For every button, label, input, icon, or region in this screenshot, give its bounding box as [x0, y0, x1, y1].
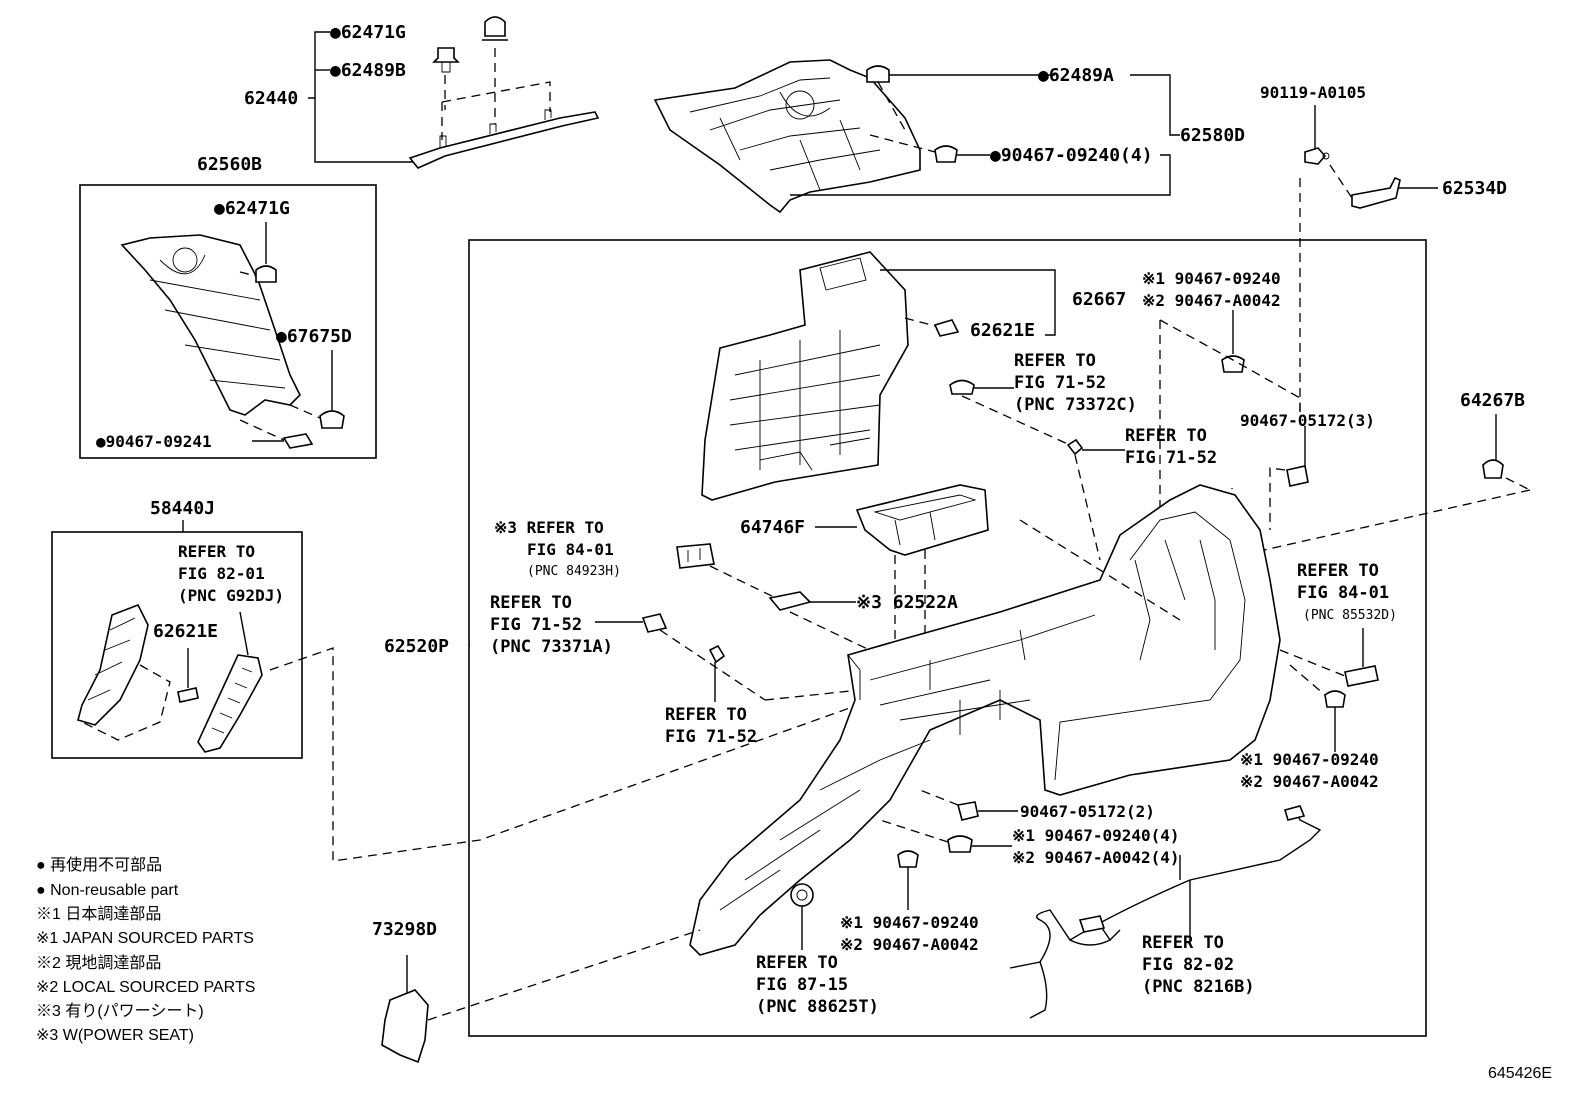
- wire-harness: [1009, 805, 1322, 1019]
- cup-holder-64746f: [815, 484, 989, 660]
- label-62621e-box: 62621E: [153, 621, 218, 642]
- label-62621e-right: 62621E: [970, 320, 1035, 341]
- deck-trim-62520p: [469, 484, 1281, 956]
- label-refer-82-01-1: REFER TO: [178, 542, 255, 561]
- label-r2-90467-a0042: ※2 90467-A0042: [1142, 291, 1281, 310]
- label-refer-71-52-d-2: FIG 71-52: [665, 727, 757, 747]
- pillar-trim-62560b: [120, 222, 345, 449]
- label-refer-71-52-c-2: FIG 71-52: [1014, 373, 1106, 393]
- label-refer-71-52-c-3: (PNC 73372C): [1014, 395, 1137, 415]
- label-refer-87-15-3: (PNC 88625T): [756, 997, 879, 1017]
- label-refer-84-01-a-2: FIG 84-01: [527, 540, 614, 559]
- label-refer-82-01-3: (PNC G92DJ): [178, 586, 284, 605]
- label-r2-90467-a0042-4: ※2 90467-A0042(4): [1012, 848, 1180, 867]
- label-90119-a0105: 90119-A0105: [1260, 83, 1366, 102]
- bracket-62534d: [1299, 105, 1438, 420]
- box-62520p: [468, 239, 1427, 1037]
- label-refer-84-01-b-3: (PNC 85532D): [1303, 608, 1397, 623]
- label-62471g-box: ●62471G: [214, 198, 290, 219]
- label-r1-bottom: ※1 90467-09240: [840, 913, 979, 932]
- label-refer-84-01-a-3: (PNC 84923H): [527, 564, 621, 579]
- label-refer-71-52-c-1: REFER TO: [1014, 351, 1096, 371]
- label-73298d: 73298D: [372, 919, 437, 940]
- label-refer-71-52-b-1: REFER TO: [1125, 426, 1207, 446]
- label-90467-09241: ●90467-09241: [96, 432, 212, 451]
- legend-line-4: ※1 JAPAN SOURCED PARTS: [36, 930, 254, 947]
- power-seat-parts: [676, 543, 881, 656]
- label-refer-71-52-a-1: REFER TO: [490, 593, 572, 613]
- label-r1-mid-right: ※1 90467-09240: [1240, 750, 1379, 769]
- legend-line-3: ※1 日本調達部品: [36, 905, 161, 923]
- label-62522a: ※3 62522A: [856, 592, 958, 613]
- label-64746f: 64746F: [740, 517, 805, 538]
- scuff-plate-58440j: [77, 520, 901, 862]
- left-mid-clips: [595, 613, 861, 702]
- figure-id: 645426E: [1488, 1065, 1552, 1082]
- label-62489b: ●62489B: [330, 60, 406, 81]
- box-62560b: [79, 184, 377, 459]
- label-refer-84-01-b-2: FIG 84-01: [1297, 583, 1389, 603]
- label-refer-71-52-a-3: (PNC 73371A): [490, 637, 613, 657]
- label-refer-84-01-a-1: ※3 REFER TO: [494, 518, 604, 537]
- label-90467-09240-4-top: ●90467-09240(4): [990, 145, 1153, 166]
- label-62534d: 62534D: [1442, 178, 1507, 199]
- label-refer-82-02-1: REFER TO: [1142, 933, 1224, 953]
- legend-line-5: ※2 現地調達部品: [36, 954, 161, 972]
- label-r1-90467-09240: ※1 90467-09240: [1142, 269, 1281, 288]
- label-62520p: 62520P: [384, 636, 449, 657]
- upper-quarter-62667: [701, 251, 1056, 501]
- cover-73298d: [381, 929, 701, 1064]
- label-r2-mid-right: ※2 90467-A0042: [1240, 772, 1379, 791]
- label-refer-82-02-2: FIG 82-02: [1142, 955, 1234, 975]
- lower-clips: [790, 519, 1379, 950]
- label-62560b: 62560B: [197, 154, 262, 175]
- label-67675d: ●67675D: [276, 326, 352, 347]
- legend-line-1: ● 再使用不可部品: [36, 856, 162, 874]
- label-refer-71-52-d-1: REFER TO: [665, 705, 747, 725]
- right-clips: [949, 310, 1309, 630]
- legend-line-2: ● Non-reusable part: [36, 882, 179, 899]
- box-58440j: [51, 531, 303, 759]
- label-62580d: 62580D: [1180, 125, 1245, 146]
- label-refer-87-15-2: FIG 87-15: [756, 975, 848, 995]
- label-58440j: 58440J: [150, 498, 215, 519]
- quarter-trim-62580d: [653, 59, 1180, 214]
- label-refer-84-01-b-1: REFER TO: [1297, 561, 1379, 581]
- label-refer-82-01-2: FIG 82-01: [178, 564, 265, 583]
- legend: ● 再使用不可部品 ● Non-reusable part ※1 日本調達部品 …: [36, 856, 255, 1044]
- label-62489a: ●62489A: [1038, 65, 1114, 86]
- legend-line-8: ※3 W(POWER SEAT): [36, 1027, 194, 1044]
- label-refer-82-02-3: (PNC 8216B): [1142, 977, 1255, 997]
- label-refer-71-52-a-2: FIG 71-52: [490, 615, 582, 635]
- legend-line-6: ※2 LOCAL SOURCED PARTS: [36, 979, 255, 996]
- legend-line-7: ※3 有り(パワーシート): [36, 1002, 204, 1020]
- label-62471g-top: ●62471G: [330, 22, 406, 43]
- label-refer-71-52-b-2: FIG 71-52: [1125, 448, 1217, 468]
- label-r1-90467-09240-4: ※1 90467-09240(4): [1012, 826, 1180, 845]
- rail-62440: [308, 16, 600, 169]
- label-62667: 62667: [1072, 289, 1126, 310]
- leader-lines: [1038, 74, 1233, 880]
- label-62440: 62440: [244, 88, 298, 109]
- label-64267b: 64267B: [1460, 390, 1525, 411]
- label-r2-bottom: ※2 90467-A0042: [840, 935, 979, 954]
- label-refer-87-15-1: REFER TO: [756, 953, 838, 973]
- label-90467-05172-2: 90467-05172(2): [1020, 802, 1155, 821]
- label-90467-05172-3: 90467-05172(3): [1240, 411, 1375, 430]
